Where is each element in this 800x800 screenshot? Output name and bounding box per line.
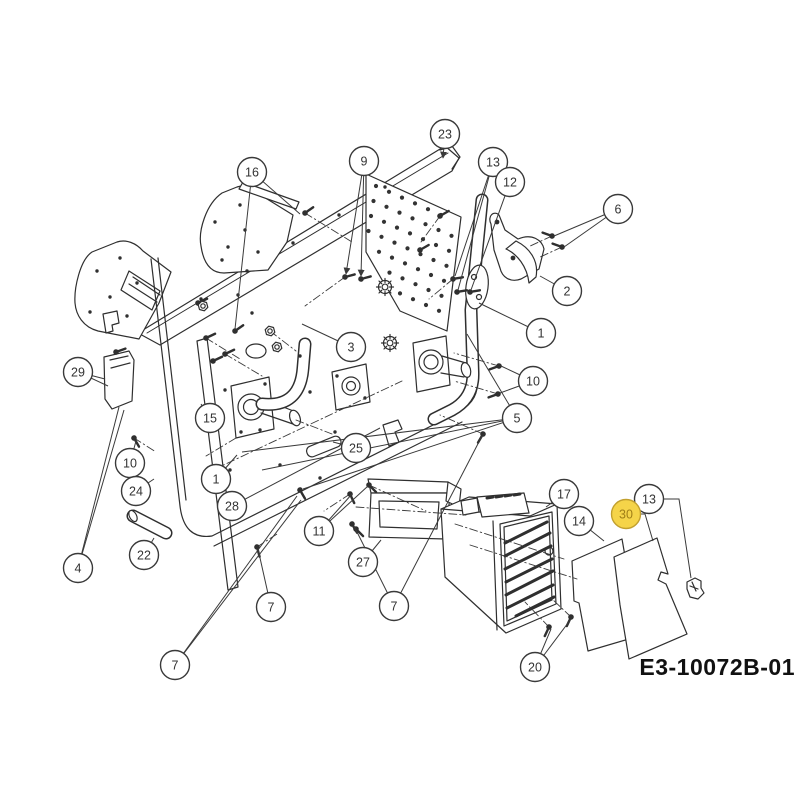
callout-1[interactable]: 1 (200, 463, 232, 495)
callout-4[interactable]: 4 (62, 552, 94, 584)
channel-bracket-left (120, 270, 161, 311)
callout-2[interactable]: 2 (551, 275, 583, 307)
callout-11[interactable]: 11 (303, 515, 335, 547)
svg-text:10: 10 (526, 375, 540, 389)
callout-10[interactable]: 10 (114, 447, 146, 479)
left-bushing-assembly (230, 376, 302, 439)
hex-nuts (197, 300, 283, 353)
callout-1[interactable]: 1 (525, 317, 557, 349)
callout-12[interactable]: 12 (494, 166, 526, 198)
svg-text:14: 14 (572, 515, 586, 529)
latch-bracket (489, 212, 545, 284)
svg-text:23: 23 (438, 128, 452, 142)
callout-24[interactable]: 24 (120, 475, 152, 507)
fasteners (113, 206, 574, 638)
upper-center-panel (199, 181, 300, 274)
callout-30-highlighted[interactable]: 30 (610, 498, 642, 530)
callout-14[interactable]: 14 (563, 505, 595, 537)
svg-text:13: 13 (642, 493, 656, 507)
callout-29[interactable]: 29 (62, 356, 94, 388)
callout-28[interactable]: 28 (216, 490, 248, 522)
callout-22[interactable]: 22 (128, 539, 160, 571)
callout-6[interactable]: 6 (602, 193, 634, 225)
callout-13[interactable]: 13 (633, 483, 665, 515)
svg-text:1: 1 (213, 473, 220, 487)
callout-7[interactable]: 7 (159, 649, 191, 681)
svg-text:9: 9 (361, 155, 368, 169)
callout-23[interactable]: 23 (429, 118, 461, 150)
svg-text:7: 7 (391, 600, 398, 614)
callout-5[interactable]: 5 (501, 402, 533, 434)
callout-25[interactable]: 25 (340, 432, 372, 464)
drawing-number: E3-10072B-01 (639, 654, 795, 680)
callout-15[interactable]: 15 (194, 402, 226, 434)
svg-text:5: 5 (514, 412, 521, 426)
callout-10[interactable]: 10 (517, 365, 549, 397)
right-bushing-assembly (412, 335, 472, 393)
callout-3[interactable]: 3 (335, 331, 367, 363)
callout-13[interactable]: 13 (477, 146, 509, 178)
svg-text:2: 2 (564, 285, 571, 299)
svg-text:6: 6 (615, 203, 622, 217)
svg-text:15: 15 (203, 412, 217, 426)
svg-text:25: 25 (349, 442, 363, 456)
strut-mount-plate (465, 264, 489, 310)
cover-panel-30 (613, 537, 688, 660)
svg-text:7: 7 (172, 659, 179, 673)
svg-text:7: 7 (268, 601, 275, 615)
callout-20[interactable]: 20 (519, 651, 551, 683)
svg-text:1: 1 (538, 327, 545, 341)
svg-text:11: 11 (313, 525, 326, 539)
retainer-clip (686, 577, 705, 600)
callout-27[interactable]: 27 (347, 546, 379, 578)
svg-text:22: 22 (137, 549, 151, 563)
callout-7[interactable]: 7 (378, 590, 410, 622)
callout-16[interactable]: 16 (236, 156, 268, 188)
svg-text:13: 13 (486, 156, 500, 170)
svg-text:12: 12 (503, 176, 517, 190)
battery-box (440, 492, 562, 634)
svg-text:29: 29 (71, 366, 85, 380)
callout-7[interactable]: 7 (255, 591, 287, 623)
svg-text:24: 24 (129, 485, 143, 499)
support-bracket-left (103, 350, 135, 410)
svg-text:27: 27 (356, 556, 370, 570)
svg-text:30: 30 (619, 508, 633, 522)
callout-9[interactable]: 9 (348, 145, 380, 177)
svg-text:10: 10 (123, 457, 137, 471)
svg-text:28: 28 (225, 500, 239, 514)
svg-text:3: 3 (348, 341, 355, 355)
wing-knobs (375, 277, 400, 353)
svg-text:16: 16 (245, 166, 259, 180)
svg-text:20: 20 (528, 661, 542, 675)
assembly-axes (133, 212, 578, 628)
svg-text:17: 17 (557, 488, 571, 502)
svg-text:4: 4 (75, 562, 82, 576)
callout-17[interactable]: 17 (548, 478, 580, 510)
